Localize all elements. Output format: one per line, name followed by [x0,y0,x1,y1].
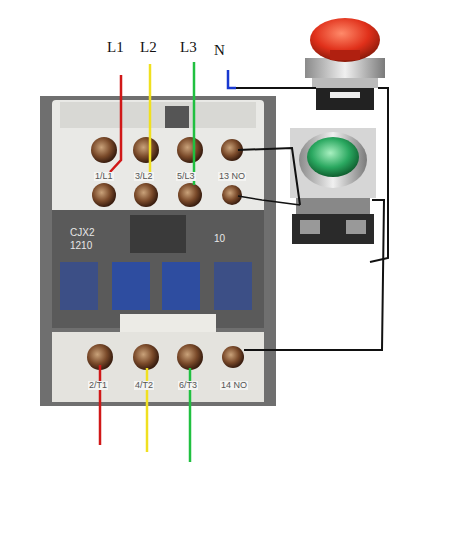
model-text: CJX2 [70,228,94,238]
terminal-label: 5/L3 [176,172,196,181]
phase-label: L3 [180,40,197,55]
model-text: 10 [214,234,225,244]
terminal-label: 4/T2 [134,381,154,390]
terminal-label: 14 NO [220,381,248,390]
terminal-label: 13 NO [218,172,246,181]
terminal-label: 6/T3 [178,381,198,390]
model-text: 1210 [70,241,92,251]
phase-label: L1 [107,40,124,55]
phase-label: L2 [140,40,157,55]
neutral-label: N [214,43,225,58]
terminal-label: 2/T1 [88,381,108,390]
terminal-label: 1/L1 [94,172,114,181]
terminal-label: 3/L2 [134,172,154,181]
